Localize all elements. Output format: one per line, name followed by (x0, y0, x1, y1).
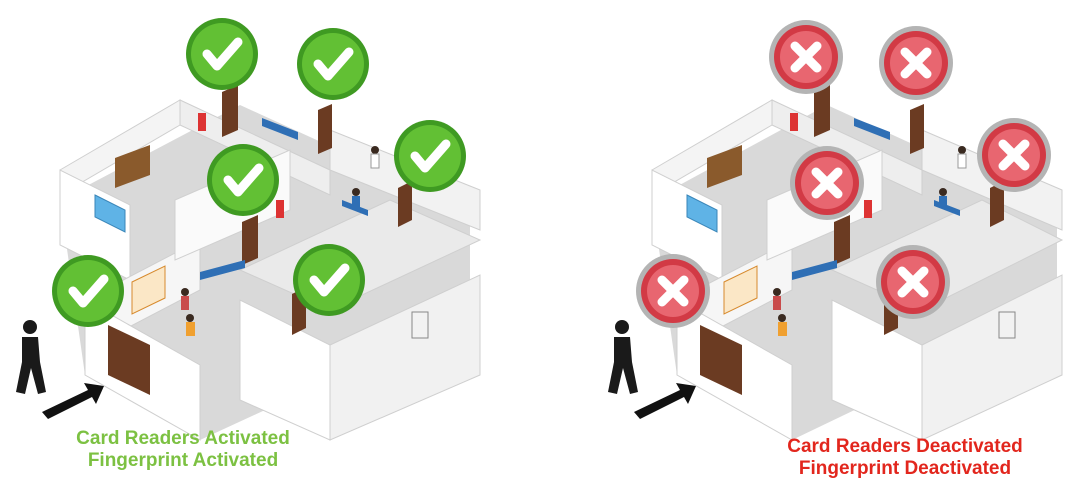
marker-cross (879, 26, 953, 100)
walking-person-icon (16, 320, 46, 394)
status-caption-deactivated: Card Readers Deactivated Fingerprint Dea… (765, 436, 1045, 480)
marker-check (207, 144, 279, 216)
marker-check (186, 18, 258, 90)
marker-check (297, 28, 369, 100)
marker-check (394, 120, 466, 192)
door (242, 215, 258, 265)
caption-line-card-readers: Card Readers Activated (53, 428, 313, 450)
building-panel-deactivated: Card Readers Deactivated Fingerprint Dea… (537, 0, 1067, 483)
marker-cross (977, 118, 1051, 192)
caption-line-fingerprint: Fingerprint Activated (53, 450, 313, 472)
fire-extinguisher (276, 200, 284, 218)
door (398, 181, 412, 227)
building-illustration (0, 0, 530, 483)
door (222, 85, 238, 137)
fire-extinguisher (790, 113, 798, 131)
fire-extinguisher (864, 200, 872, 218)
fire-extinguisher (198, 113, 206, 131)
arrow-icon (634, 383, 696, 419)
status-caption-activated: Card Readers Activated Fingerprint Activ… (53, 428, 313, 472)
door (910, 104, 924, 154)
kiosk (412, 312, 428, 338)
door (834, 215, 850, 265)
building-illustration (537, 0, 1067, 483)
walking-person-icon (608, 320, 638, 394)
marker-cross (769, 20, 843, 94)
door (814, 85, 830, 137)
marker-check (293, 244, 365, 316)
marker-check (52, 255, 124, 327)
building-panel-activated: Card Readers Activated Fingerprint Activ… (0, 0, 530, 483)
arrow-icon (42, 383, 104, 419)
marker-cross (876, 245, 950, 319)
caption-line-fingerprint: Fingerprint Deactivated (765, 458, 1045, 480)
marker-cross (636, 254, 710, 328)
caption-line-card-readers: Card Readers Deactivated (765, 436, 1045, 458)
door (318, 104, 332, 154)
kiosk (999, 312, 1015, 338)
marker-cross (790, 146, 864, 220)
